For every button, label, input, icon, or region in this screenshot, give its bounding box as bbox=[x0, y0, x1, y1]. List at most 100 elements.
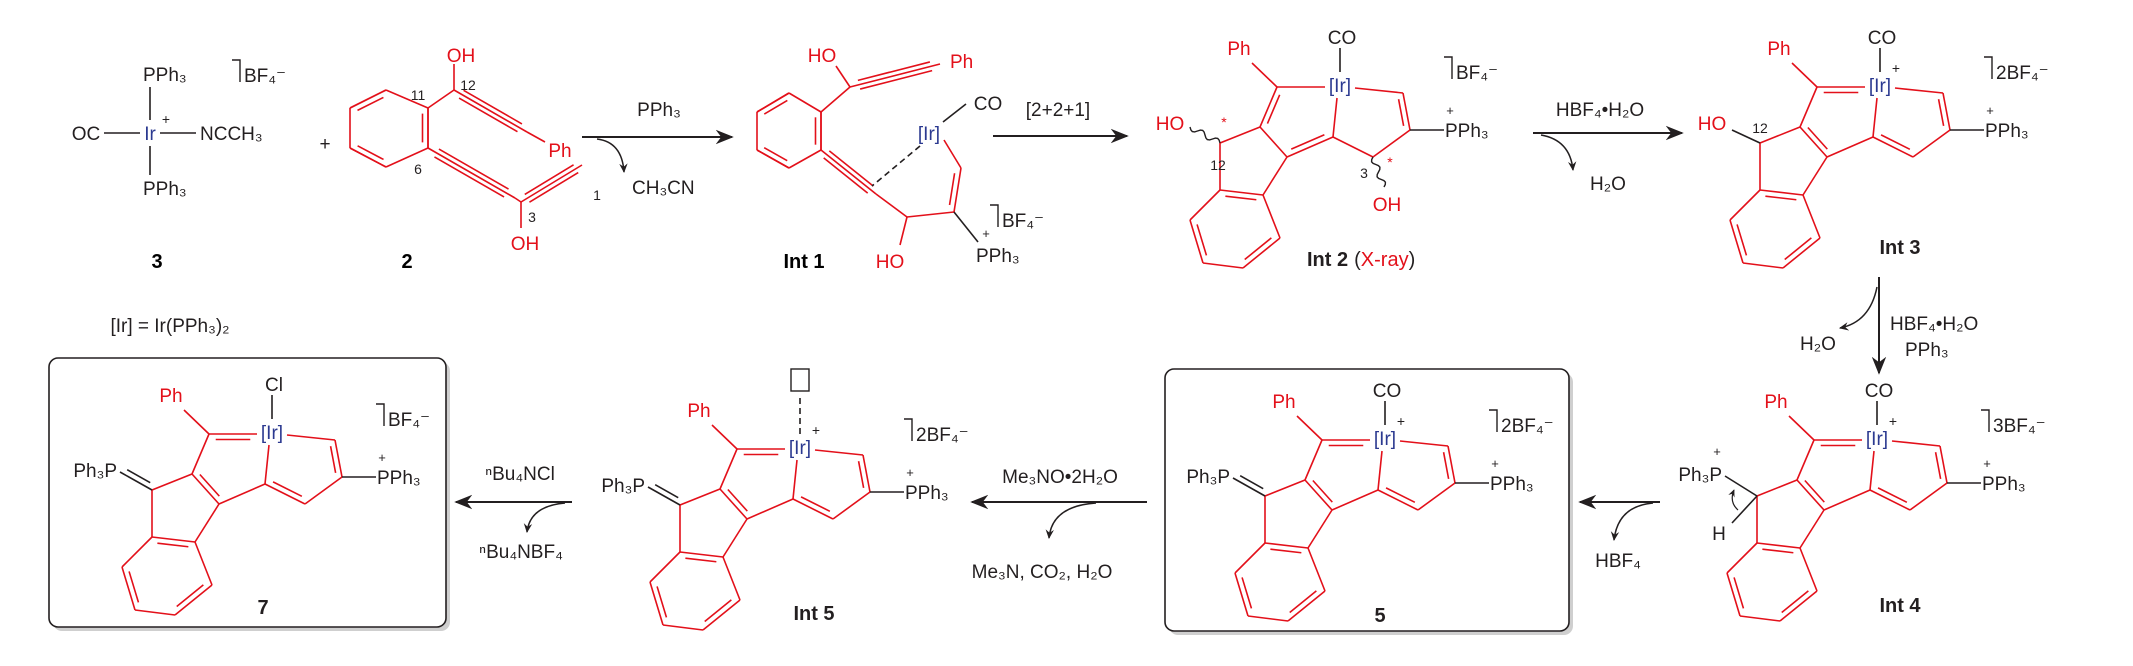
counterion: BF₄⁻ bbox=[1002, 211, 1044, 232]
positive-charge: + bbox=[1986, 103, 1994, 118]
compound-label-text: 5 bbox=[1374, 605, 1385, 627]
bond bbox=[820, 86, 851, 113]
double-bond-inner bbox=[763, 147, 788, 162]
counterion-bracket bbox=[1984, 56, 1993, 79]
iridium-positive-charge: + bbox=[1889, 413, 1897, 429]
ring-bond bbox=[1872, 97, 1878, 138]
ring-bond bbox=[1399, 440, 1449, 447]
bond bbox=[427, 89, 455, 109]
double-bond-inner bbox=[1807, 126, 1828, 150]
ring-bond bbox=[1354, 87, 1404, 94]
double-bond bbox=[1447, 445, 1456, 484]
double-bond bbox=[349, 89, 387, 109]
bond bbox=[953, 211, 979, 243]
double-bond-inner bbox=[1937, 99, 1945, 126]
positive-charge: + bbox=[1983, 456, 1991, 471]
ring-bond bbox=[1234, 542, 1266, 574]
note-paren: ( bbox=[1354, 249, 1361, 271]
wavy-bond bbox=[1370, 156, 1387, 188]
byproduct-label: HBF₄ bbox=[1595, 551, 1641, 572]
phenyl: Ph bbox=[950, 52, 973, 73]
ring-bond bbox=[1259, 126, 1288, 158]
triple-bond-line bbox=[463, 89, 523, 125]
double-bond-inner bbox=[1289, 590, 1317, 614]
double-bond bbox=[1756, 542, 1801, 549]
phenyl: Ph bbox=[1764, 392, 1787, 413]
double-bond bbox=[756, 149, 790, 169]
ring-bond bbox=[264, 444, 270, 485]
byproduct-label: ⁿBu₄NBF₄ bbox=[479, 542, 563, 563]
compound-label-text: 7 bbox=[257, 597, 268, 619]
phenyl: Ph bbox=[1272, 392, 1295, 413]
stereocenter-mark: * bbox=[1221, 114, 1227, 130]
double-bond bbox=[121, 566, 136, 611]
triphenylphosphonium-ylide: Ph₃P bbox=[601, 476, 645, 497]
byproduct-label: H₂O bbox=[1590, 174, 1626, 195]
ring-bond bbox=[1332, 136, 1374, 158]
positive-charge: + bbox=[1446, 103, 1454, 118]
positive-charge: + bbox=[982, 226, 990, 241]
ring-bond bbox=[1262, 194, 1281, 239]
ring-bond bbox=[1417, 482, 1456, 511]
counterion-bracket bbox=[1444, 56, 1453, 79]
ring-bond bbox=[194, 541, 213, 586]
triphenylphosphonium: PPh₃ bbox=[377, 468, 421, 489]
double-bond bbox=[679, 551, 724, 558]
ring-bond bbox=[1799, 547, 1818, 592]
reagent-label: PPh₃ bbox=[637, 100, 681, 121]
atom-number-3: 3 bbox=[1360, 165, 1368, 181]
byproduct-arrow-3 bbox=[1540, 134, 1577, 172]
double-bond bbox=[1377, 489, 1419, 511]
ring-bond bbox=[662, 624, 704, 631]
ring-bond bbox=[746, 498, 794, 520]
triphenylphosphonium-ylide: Ph₃P bbox=[73, 461, 117, 482]
triple-bond bbox=[820, 149, 877, 195]
carbonyl-ligand: CO bbox=[1373, 381, 1402, 402]
iridium-fragment: [Ir] bbox=[1866, 429, 1888, 450]
double-bond bbox=[1779, 590, 1818, 622]
ring-bond bbox=[1307, 547, 1326, 592]
double-bond bbox=[792, 498, 834, 520]
double-bond bbox=[191, 473, 220, 505]
ring-bond bbox=[1796, 439, 1815, 481]
compound-label: Int 3 bbox=[1879, 237, 1920, 259]
double-bond bbox=[1402, 92, 1411, 131]
double-bond-inner bbox=[1934, 452, 1942, 479]
hydroxyl-top: OH bbox=[447, 46, 476, 67]
double-bond-inner bbox=[1196, 224, 1208, 256]
ring-bond bbox=[1759, 126, 1801, 144]
double-bond bbox=[1234, 572, 1249, 617]
triple-bond bbox=[849, 63, 941, 88]
double-bond-inner bbox=[1733, 577, 1745, 609]
counterion: BF₄⁻ bbox=[1456, 63, 1498, 84]
positive-charge: + bbox=[1491, 456, 1499, 471]
iridium-positive-charge: + bbox=[812, 422, 820, 438]
hydroxyl: HO bbox=[1698, 114, 1727, 135]
compound-label-text: Int 3 bbox=[1879, 237, 1920, 259]
reagent-label: Me₃NO•2H₂O bbox=[1002, 467, 1118, 488]
bond bbox=[1296, 415, 1323, 441]
bond bbox=[514, 197, 522, 203]
positive-charge: + bbox=[162, 111, 170, 127]
double-bond bbox=[1189, 219, 1204, 264]
ring-bond bbox=[1802, 194, 1821, 239]
ring-bond bbox=[286, 434, 336, 441]
double-bond bbox=[334, 439, 343, 478]
double-bond bbox=[1287, 590, 1326, 622]
double-bond-inner bbox=[763, 99, 788, 115]
double-bond bbox=[1869, 489, 1911, 511]
ring-bond bbox=[1189, 189, 1221, 221]
double-bond-inner bbox=[1385, 487, 1416, 503]
compound-label: 3 bbox=[151, 251, 162, 273]
ring-bond bbox=[832, 491, 871, 520]
positive-charge: + bbox=[1713, 444, 1721, 459]
double-bond bbox=[1729, 219, 1744, 264]
double-bond-inner bbox=[1266, 94, 1281, 124]
atom-number-1: 1 bbox=[593, 187, 601, 203]
double-bond-inner bbox=[199, 473, 220, 497]
phenyl: Ph bbox=[548, 141, 571, 162]
bond bbox=[942, 103, 967, 123]
